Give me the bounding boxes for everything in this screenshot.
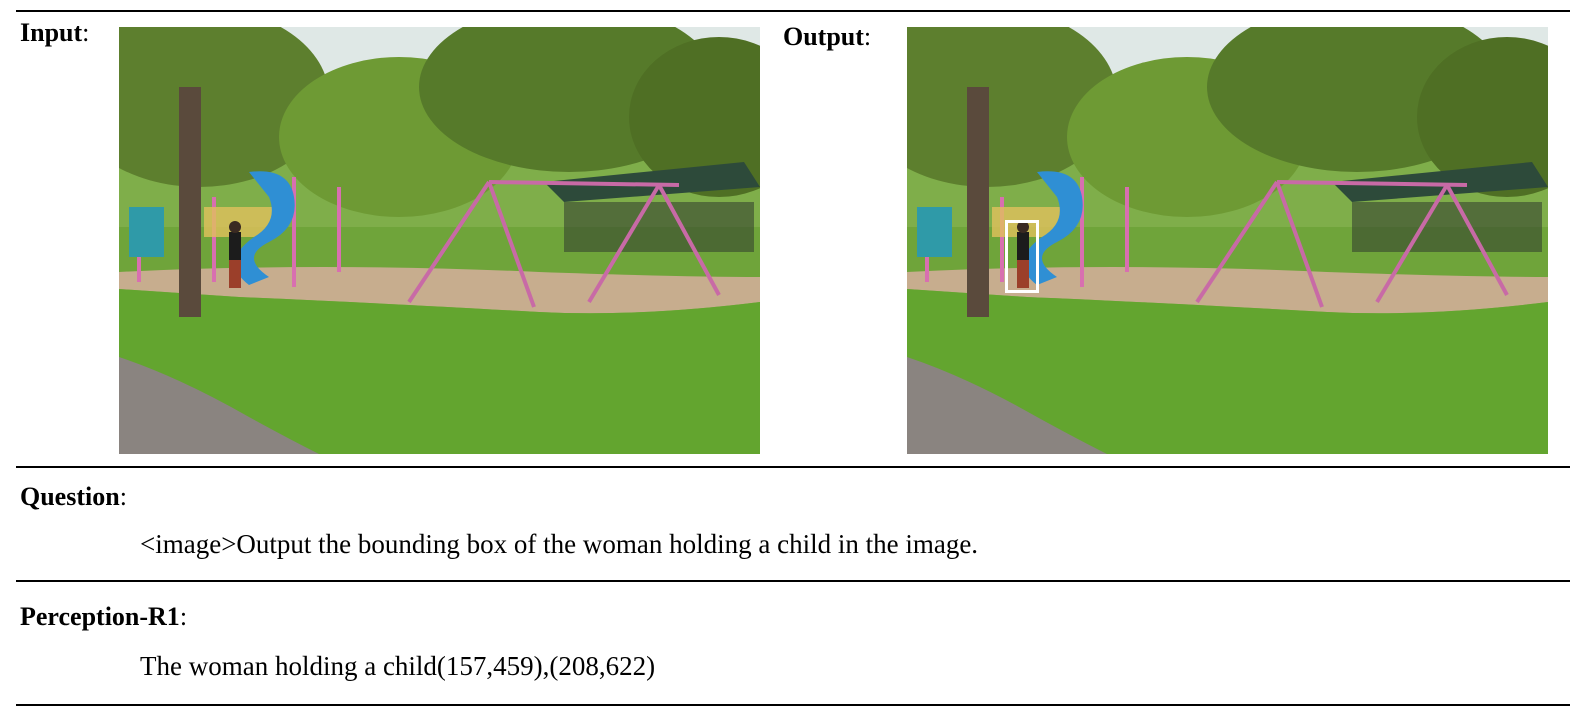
answer-label: Perception-R1: (20, 602, 188, 631)
divider-rule-1 (16, 466, 1570, 468)
output-label: Output: (783, 22, 872, 51)
question-label: Question: (20, 482, 127, 511)
input-image (119, 27, 760, 454)
question-text: <image>Output the bounding box of the wo… (140, 529, 979, 559)
predicted-bounding-box (1005, 220, 1039, 293)
answer-text: The woman holding a child(157,459),(208,… (140, 651, 656, 681)
output-image (907, 27, 1548, 454)
park-scene-illustration (119, 27, 760, 454)
input-label: Input: (20, 18, 90, 47)
bottom-rule (16, 704, 1570, 706)
park-scene-illustration (907, 27, 1548, 454)
divider-rule-2 (16, 580, 1570, 582)
top-rule (16, 10, 1570, 12)
